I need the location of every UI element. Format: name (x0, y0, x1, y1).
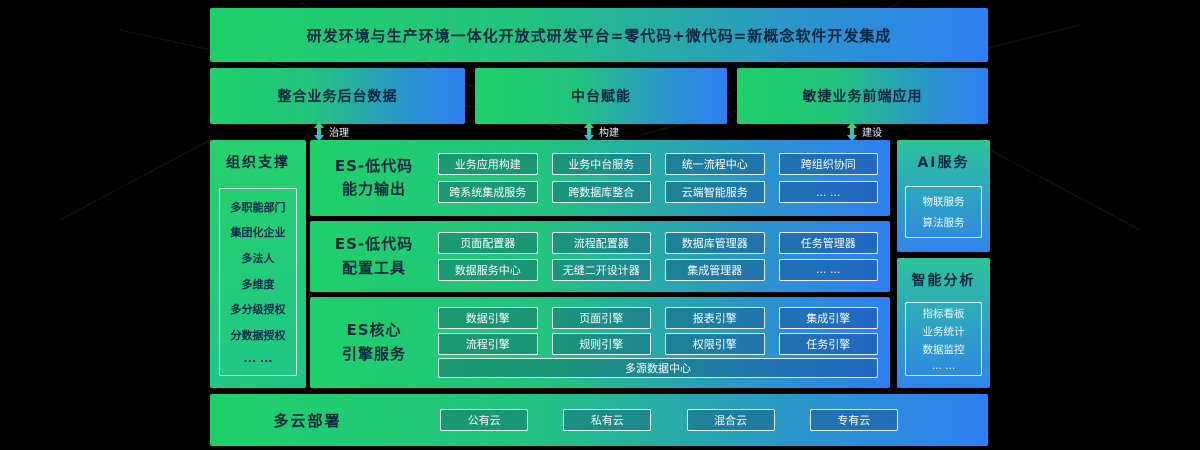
cloud-chip: 公有云 (440, 409, 529, 431)
connector-label: 构建 (599, 128, 619, 139)
banner: 研发环境与生产环境一体化开放式研发平台=零代码+微代码=新概念软件开发集成 (210, 8, 988, 62)
ai-item: 物联服务 (922, 195, 965, 208)
top-box-frontend-apps: 敏捷业务前端应用 (737, 68, 988, 124)
engine-chip: 规则引擎 (551, 332, 651, 355)
capability-chip: 业务应用构建 (438, 153, 538, 175)
double-arrow-icon (313, 122, 325, 141)
capability-chip: 跨数据库整合 (551, 181, 651, 203)
tool-chip: 数据库管理器 (665, 232, 765, 255)
deployment-bar: 多云部署 公有云 私有云 混合云 专有云 (210, 394, 988, 446)
org-item: 多法人 (241, 251, 275, 265)
row-title-line1: ES-低代码 (334, 235, 414, 254)
chips-grid: 业务应用构建 业务中台服务 统一流程中心 跨组织协同 跨系统集成服务 跨数据库整… (438, 140, 890, 216)
row-title: ES-低代码 能力输出 (310, 140, 438, 216)
org-items-box: 多职能部门 集团化企业 多法人 多维度 多分级授权 分数据授权 ... ... (219, 188, 297, 376)
row-title-line2: 能力输出 (341, 180, 406, 198)
tool-chip: 无缝二开设计器 (551, 258, 651, 281)
banner-title: 研发环境与生产环境一体化开放式研发平台=零代码+微代码=新概念软件开发集成 (306, 26, 892, 45)
deployment-title: 多云部署 (273, 411, 342, 430)
tool-chip: ... ... (778, 258, 878, 281)
double-arrow-icon (846, 122, 858, 141)
chips-grid: 页面配置器 流程配置器 数据库管理器 任务管理器 数据服务中心 无缝二开设计器 … (438, 221, 890, 292)
row-title: ES-低代码 配置工具 (310, 221, 438, 292)
chip-line: 业务应用构建 业务中台服务 统一流程中心 跨组织协同 (438, 153, 878, 175)
chip-line: 跨系统集成服务 跨数据库整合 云端智能服务 ... ... (438, 181, 878, 203)
row-title: ES核心 引擎服务 (310, 297, 438, 388)
analytics-items-box: 指标看板 业务统计 数据监控 ... ... (905, 302, 982, 376)
analytics-item: 指标看板 (922, 308, 965, 320)
connector-build: 构建 (583, 122, 619, 141)
tool-chip: 集成管理器 (665, 258, 765, 281)
chip-line: 页面配置器 流程配置器 数据库管理器 任务管理器 (438, 232, 878, 255)
capability-chip: 跨组织协同 (778, 153, 878, 175)
ai-panel-title: AI服务 (917, 155, 970, 171)
org-item: 多维度 (241, 277, 275, 291)
engine-chip: 页面引擎 (551, 307, 651, 330)
row-title-line1: ES核心 (346, 321, 402, 340)
engine-chip: 报表引擎 (665, 307, 765, 330)
connector-construct: 建设 (846, 122, 882, 141)
engine-chip: 集成引擎 (778, 307, 878, 330)
chip-line: 数据服务中心 无缝二开设计器 集成管理器 ... ... (438, 258, 878, 281)
deployment-chips: 公有云 私有云 混合云 专有云 (405, 409, 988, 431)
tool-chip: 页面配置器 (438, 232, 538, 255)
row-core-engines: ES核心 引擎服务 数据引擎 页面引擎 报表引擎 集成引擎 流程引擎 规则引擎 … (310, 297, 890, 388)
org-item: 多分级授权 (230, 303, 286, 317)
row-capability-output: ES-低代码 能力输出 业务应用构建 业务中台服务 统一流程中心 跨组织协同 跨… (310, 140, 890, 216)
capability-chip: ... ... (778, 181, 878, 203)
cloud-chip: 私有云 (563, 409, 652, 431)
tool-chip: 流程配置器 (551, 232, 651, 255)
engine-chip: 任务引擎 (778, 332, 878, 355)
row-title-line2: 配置工具 (341, 258, 406, 277)
capability-chip: 跨系统集成服务 (438, 181, 538, 203)
org-panel-title: 组织支撑 (226, 155, 290, 171)
double-arrow-icon (583, 122, 595, 141)
top-box-label: 中台赋能 (571, 89, 631, 105)
chip-line: 多源数据中心 (438, 357, 878, 378)
top-box-label: 整合业务后台数据 (277, 89, 398, 105)
connector-label: 治理 (329, 128, 349, 139)
org-support-panel: 组织支撑 多职能部门 集团化企业 多法人 多维度 多分级授权 分数据授权 ...… (210, 140, 306, 388)
connector-label: 建设 (862, 128, 882, 139)
top-box-backend-data: 整合业务后台数据 (210, 68, 465, 124)
engine-chip: 流程引擎 (438, 332, 538, 355)
engine-chip: 权限引擎 (665, 332, 765, 355)
row-title-line2: 引擎服务 (341, 344, 406, 363)
org-item: ... ... (243, 352, 273, 366)
cloud-chip: 专有云 (809, 409, 898, 431)
connector-governance: 治理 (313, 122, 349, 141)
tool-chip: 数据服务中心 (438, 258, 538, 281)
row-config-tools: ES-低代码 配置工具 页面配置器 流程配置器 数据库管理器 任务管理器 数据服… (310, 221, 890, 292)
capability-chip: 统一流程中心 (665, 153, 765, 175)
row-title-line1: ES-低代码 (334, 156, 414, 175)
ai-item: 算法服务 (922, 217, 965, 230)
tool-chip: 任务管理器 (778, 232, 878, 255)
org-item: 集团化企业 (230, 226, 286, 240)
org-item: 分数据授权 (230, 328, 286, 342)
top-box-label: 敏捷业务前端应用 (802, 89, 923, 105)
capability-chip: 业务中台服务 (551, 153, 651, 175)
org-item: 多职能部门 (230, 200, 286, 214)
chip-line: 流程引擎 规则引擎 权限引擎 任务引擎 (438, 332, 878, 355)
engine-chip: 数据引擎 (438, 307, 538, 330)
ai-services-panel: AI服务 物联服务 算法服务 (897, 140, 990, 252)
analytics-item: 数据监控 (922, 344, 965, 356)
cloud-chip: 混合云 (686, 409, 775, 431)
chip-line: 数据引擎 页面引擎 报表引擎 集成引擎 (438, 307, 878, 330)
top-box-middle-platform: 中台赋能 (475, 68, 727, 124)
ai-items-box: 物联服务 算法服务 (905, 186, 982, 238)
analytics-item: 业务统计 (922, 326, 965, 338)
analytics-panel-title: 智能分析 (911, 273, 976, 289)
analytics-item: ... ... (931, 360, 956, 372)
data-center-chip: 多源数据中心 (438, 357, 878, 378)
analytics-panel: 智能分析 指标看板 业务统计 数据监控 ... ... (897, 258, 990, 388)
chips-grid: 数据引擎 页面引擎 报表引擎 集成引擎 流程引擎 规则引擎 权限引擎 任务引擎 … (438, 297, 890, 388)
capability-chip: 云端智能服务 (665, 181, 765, 203)
